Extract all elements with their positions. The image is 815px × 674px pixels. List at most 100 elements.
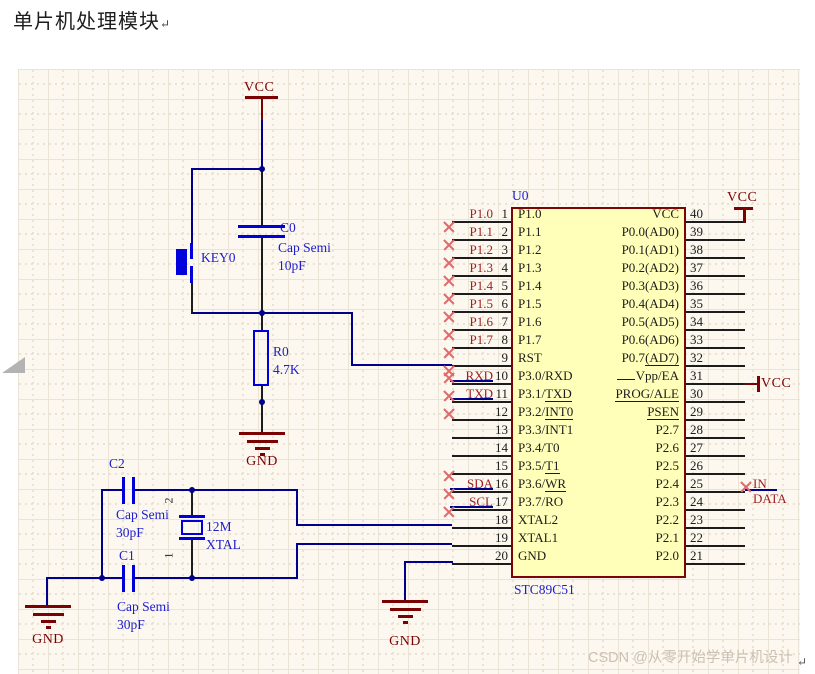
pin-number-29: 29 — [690, 404, 703, 419]
pin-stub-left-14 — [452, 455, 511, 457]
junction-dot — [258, 399, 265, 405]
no-erc-cross-icon — [443, 275, 455, 287]
pin-label-14: P3.4/T0 — [518, 440, 560, 455]
c2-value: 30pF — [116, 525, 144, 540]
no-erc-cross-icon — [443, 329, 455, 341]
pin-label-16: P3.6/WR — [518, 476, 567, 492]
net-label-SCL: SCL — [469, 494, 493, 509]
pin-stub-left-11 — [452, 401, 511, 403]
c0-value: 10pF — [278, 258, 306, 273]
pin-label-31: Vpp/EA — [545, 368, 679, 384]
pin-label-38: P0.1(AD1) — [621, 242, 679, 257]
pin-number-35: 35 — [690, 296, 703, 311]
vcc-main-bar — [245, 96, 278, 99]
net-label-in-data-line2: DATA — [753, 491, 787, 506]
chip-part-number: STC89C51 — [514, 582, 575, 597]
pin-number-21: 21 — [690, 548, 703, 563]
c2-plate-left — [122, 477, 125, 504]
pin-stub-right-37 — [686, 275, 745, 277]
page-title: 单片机处理模块↵ — [13, 5, 170, 34]
vcc-main-label: VCC — [244, 80, 275, 95]
key0-button-cap — [176, 249, 187, 275]
pin-number-24: 24 — [690, 494, 703, 509]
pin-label-28: P2.7 — [655, 422, 679, 437]
pin-stub-right-36 — [686, 293, 745, 295]
pin-number-40: 40 — [690, 206, 703, 221]
pin-number-34: 34 — [690, 314, 703, 329]
pin-stub-right-33 — [686, 347, 745, 349]
pin-label-37: P0.2(AD2) — [621, 260, 679, 275]
pin-stub-right-34 — [686, 329, 745, 331]
pin-number-19: 19 — [495, 530, 508, 545]
pin-stub-left-7 — [452, 329, 511, 331]
pin-stub-left-2 — [452, 239, 511, 241]
net-label-P1.4: P1.4 — [469, 278, 493, 293]
pin-stub-left-10 — [452, 383, 511, 385]
net-label-P1.2: P1.2 — [469, 242, 493, 257]
pin-stub-right-39 — [686, 239, 745, 241]
wire-segment-16 — [296, 543, 452, 545]
pin-label-30: PROG/ALE — [615, 386, 679, 402]
key0-contact-lower — [190, 266, 193, 283]
pin-label-36: P0.3(AD3) — [621, 278, 679, 293]
pin-number-25: 25 — [690, 476, 703, 491]
wire-segment-9 — [135, 489, 297, 491]
pin-label-35: P0.4(AD4) — [621, 296, 679, 311]
gnd-crystal-dot — [45, 626, 51, 629]
c2-designator: C2 — [109, 456, 125, 471]
pin-stub-left-17 — [452, 509, 511, 511]
key0-contact-upper — [190, 243, 193, 259]
pin-stub-left-13 — [452, 437, 511, 439]
xtal-pin1-number: 1 — [161, 552, 176, 559]
wire-segment-17 — [404, 561, 453, 563]
vcc-pin40-bar — [734, 207, 753, 210]
pin-number-23: 23 — [690, 512, 703, 527]
pin-number-13: 13 — [495, 422, 508, 437]
no-erc-cross-icon — [443, 239, 455, 251]
pin-label-40: VCC — [652, 206, 679, 221]
net-label-P1.3: P1.3 — [469, 260, 493, 275]
wire-segment-5 — [351, 312, 353, 366]
no-erc-cross-icon — [443, 257, 455, 269]
no-erc-cross-icon — [443, 470, 455, 482]
c1-designator: C1 — [119, 548, 135, 563]
pin-number-2: 2 — [501, 224, 509, 239]
net-label-P1.0: P1.0 — [469, 206, 493, 221]
r0-value: 4.7K — [273, 362, 300, 377]
pin-number-11: 11 — [495, 386, 508, 401]
wire-segment-14 — [135, 577, 298, 579]
vcc-main-stem — [260, 98, 263, 122]
junction-dot — [188, 487, 195, 493]
r0-designator: R0 — [273, 344, 289, 359]
xtal-plate-bottom — [179, 537, 205, 540]
wire-segment-2 — [191, 168, 193, 245]
c1-comment: Cap Semi — [117, 599, 170, 614]
pin-stub-left-9 — [452, 365, 511, 367]
pin-label-17: P3.7/RO — [518, 494, 564, 509]
pin-label-39: P0.0(AD0) — [621, 224, 679, 239]
pin-stub-left-16 — [452, 491, 511, 493]
pin-stub-left-18 — [452, 527, 511, 529]
net-label-TXD: TXD — [466, 386, 493, 401]
pin-wire-0 — [190, 281, 193, 313]
pin-label-34: P0.5(AD5) — [621, 314, 679, 329]
c0-comment: Cap Semi — [278, 240, 331, 255]
pin-label-29: PSEN — [647, 404, 679, 420]
net-wire-TXD — [450, 398, 493, 400]
net-label-P1.6: P1.6 — [469, 314, 493, 329]
junction-dot — [258, 166, 265, 172]
net-label-P1.5: P1.5 — [469, 296, 493, 311]
pin-number-22: 22 — [690, 530, 703, 545]
c0-plate-top — [238, 225, 285, 228]
xtal-comment: XTAL — [206, 537, 241, 552]
pin-stub-right-25 — [686, 491, 745, 493]
pin-label-25: P2.4 — [655, 476, 679, 491]
csdn-watermark: CSDN @从零开始学单片机设计 — [588, 650, 793, 666]
pin-number-38: 38 — [690, 242, 703, 257]
pin-stub-right-22 — [686, 545, 745, 547]
gnd-crystal-bar3 — [40, 620, 56, 623]
gnd-chip-label: GND — [389, 634, 421, 649]
net-label-P1.7: P1.7 — [469, 332, 493, 347]
c2-comment: Cap Semi — [116, 507, 169, 522]
